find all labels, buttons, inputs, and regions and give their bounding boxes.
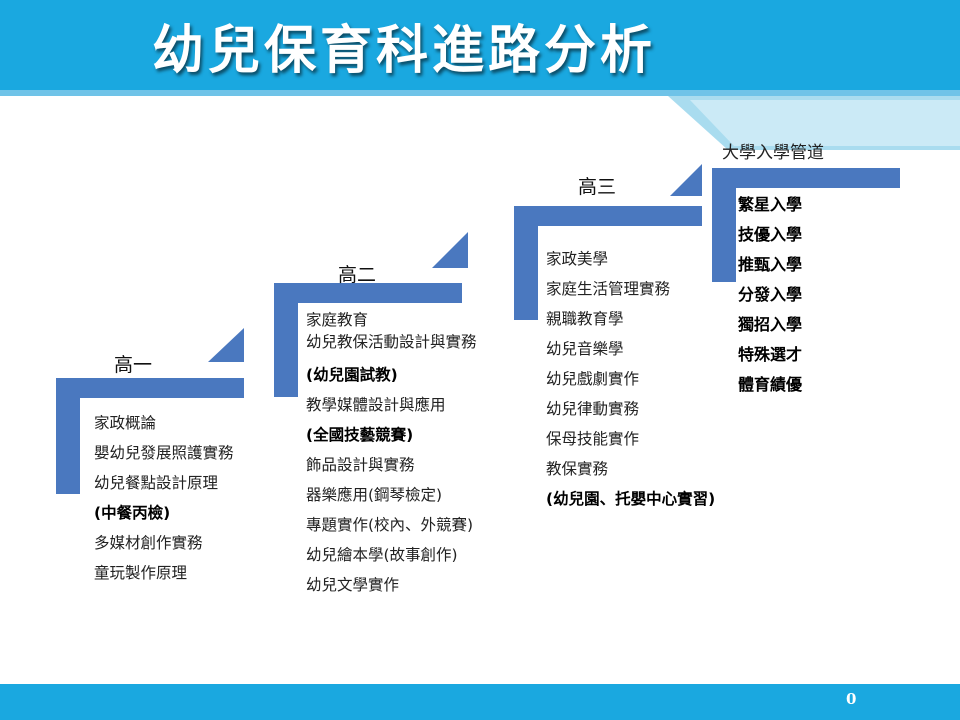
course-item: 保母技能實作: [546, 430, 640, 448]
step-bar-2: [274, 283, 462, 303]
course-item: 幼兒律動實務: [546, 400, 640, 418]
course-item: (幼兒園試教): [306, 366, 398, 384]
step-arrow-2: [432, 232, 468, 268]
step-bar-4: [712, 168, 900, 188]
step-bar-1: [56, 378, 244, 398]
university-title: 大學入學管道: [722, 143, 824, 163]
course-item: 幼兒戲劇實作: [546, 370, 640, 388]
course-item: 幼兒教保活動設計與實務: [306, 333, 477, 351]
course-list-grade2: 家庭教育 幼兒教保活動設計與實務 (幼兒園試教) 教學媒體設計與應用 (全國技藝…: [306, 310, 477, 602]
course-item: (中餐丙檢): [94, 504, 171, 522]
course-item: 家政概論: [94, 414, 157, 432]
page-number: 0: [846, 690, 857, 708]
stage-label-grade2: 高二: [338, 264, 377, 286]
course-item: 幼兒音樂學: [546, 340, 624, 358]
course-item: 童玩製作原理: [94, 564, 188, 582]
admission-channel-list: 繁星入學 技優入學 推甄入學 分發入學 獨招入學 特殊選才 體育績優: [738, 192, 802, 402]
header-decoration: [0, 90, 960, 150]
step-bar-3: [514, 206, 702, 226]
header-band: [0, 0, 960, 96]
course-item: 飾品設計與實務: [306, 456, 415, 474]
step-arrow-3: [670, 164, 702, 196]
course-item: 教學媒體設計與應用: [306, 396, 446, 414]
admission-channel: 技優入學: [738, 225, 803, 244]
course-item: 幼兒餐點設計原理: [94, 474, 219, 492]
page-title: 幼兒保育科進路分析: [152, 21, 657, 81]
admission-channel: 體育績優: [738, 375, 803, 394]
course-item: 家庭生活管理實務: [546, 280, 671, 298]
course-item: 多媒材創作實務: [94, 534, 203, 552]
admission-channel: 繁星入學: [738, 195, 803, 214]
step-post-4: [712, 168, 736, 282]
course-list-grade3: 家政美學 家庭生活管理實務 親職教育學 幼兒音樂學 幼兒戲劇實作 幼兒律動實務 …: [546, 246, 715, 516]
course-item: 親職教育學: [546, 310, 624, 328]
admission-channel: 獨招入學: [738, 315, 803, 334]
course-item: 嬰幼兒發展照護實務: [94, 444, 234, 462]
footer-band: [0, 684, 960, 720]
course-item: (幼兒園、托嬰中心實習): [546, 490, 716, 508]
course-item: 幼兒繪本學(故事創作): [306, 546, 458, 564]
admission-channel: 分發入學: [738, 285, 803, 304]
stage-label-grade3: 高三: [578, 176, 617, 198]
course-item: 器樂應用(鋼琴檢定): [306, 486, 443, 504]
course-item: 家政美學: [546, 250, 609, 268]
course-item: 教保實務: [546, 460, 609, 478]
admission-channel: 推甄入學: [738, 255, 803, 274]
course-item: 家庭教育: [306, 311, 369, 329]
course-item: 幼兒文學實作: [306, 576, 400, 594]
step-post-3: [514, 206, 538, 320]
step-arrow-1: [208, 328, 244, 362]
stage-label-grade1: 高一: [114, 354, 153, 376]
admission-channel: 特殊選才: [738, 345, 803, 364]
course-item: (全國技藝競賽): [306, 426, 414, 444]
course-list-grade1: 家政概論 嬰幼兒發展照護實務 幼兒餐點設計原理 (中餐丙檢) 多媒材創作實務 童…: [94, 410, 234, 590]
step-post-2: [274, 283, 298, 397]
course-item: 專題實作(校內、外競賽): [306, 516, 474, 534]
step-post-1: [56, 378, 80, 494]
